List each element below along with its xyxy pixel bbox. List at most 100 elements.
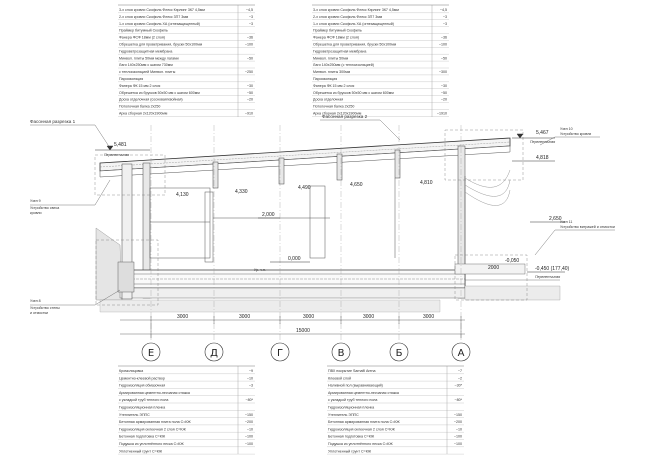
elev-left-top-label: Перелетчиная	[104, 153, 129, 157]
spec-row-text: Уплотненный грунт C=КЖ	[328, 449, 372, 453]
spec-row-value: ~300	[439, 70, 447, 74]
elev-right-top: 5,467	[536, 130, 549, 136]
spec-row-value: ~200	[245, 420, 253, 424]
spec-row-text: Фанера ФСФ 18мм (2 слоя)	[119, 36, 165, 40]
spec-row-value: ~80*	[455, 398, 463, 402]
spec-row-text: Бетонная подготовка C=КЖ	[328, 435, 375, 439]
spec-row-text: Арка сборная 2х120х1900мм	[313, 112, 362, 116]
elev-floor-zero: 0,000	[288, 256, 301, 262]
spec-row-text: Подушка из уплотнённого песка C=КЖ	[119, 442, 184, 446]
spec-row-value: ~10	[456, 427, 462, 431]
spec-row-text: 3-х слоя кровли Скофиль Флекс Кэрлинг 3К…	[119, 8, 205, 12]
spec-row-value: ~10	[247, 427, 253, 431]
spec-row-value: ~50	[441, 91, 447, 95]
spec-row-value: ~150	[454, 413, 462, 417]
axis-label-2: Д	[210, 348, 218, 359]
elev-right-2: 4,818	[536, 155, 549, 161]
spec-row-value: ~50	[441, 56, 447, 60]
elev-c2: 4,330	[235, 189, 248, 195]
spec-row-value: ~250	[245, 70, 253, 74]
spec-row-value: ~36	[441, 36, 447, 40]
spec-row-text: Фанера ФК 15 мм 2 слоя	[313, 84, 354, 88]
spec-row-text: Обрешетка для проветривания, бруски 50х1…	[119, 43, 203, 47]
spec-row-value: ~910	[245, 112, 253, 116]
spec-row-value: ~20	[247, 98, 253, 102]
axis-markers	[141, 342, 471, 362]
spec-row-value: ~3	[443, 15, 447, 19]
callout-node9-c: кровли	[30, 211, 42, 215]
spec-row-text: Бетонная армированная плита пола C=КЖ	[119, 420, 191, 424]
callout-node11-b: Устройство витражей и отмостки	[560, 225, 615, 229]
spec-row-text: Праймер битумный Скофиль	[119, 29, 168, 33]
spec-row-value: ~100	[454, 442, 462, 446]
spec-row-text: Лаги 140х250мм с шагом 730мм	[119, 63, 173, 67]
callout-leaders	[30, 119, 615, 306]
callout-node8-b: Устройство стены	[30, 306, 60, 310]
spec-row-value: ~10	[247, 376, 253, 380]
callout-node10-a: Узел 10	[560, 127, 573, 131]
callout-node11-a: Узел 11	[560, 220, 572, 224]
spec-row-text: Гидроветрозащитная мембрана	[119, 49, 172, 53]
spec-row-text: Пароизоляция	[119, 77, 143, 81]
floor-slab	[119, 263, 561, 301]
spec-row-text: Гидроизоляция оклеечная 2 слоя C=КЖ	[328, 427, 395, 431]
axis-label-6: А	[458, 348, 465, 359]
spec-row-value: ~80*	[246, 398, 254, 402]
spec-row-value: ~4,5	[246, 8, 253, 12]
top-right-spec-table: 3-х слоя кровли Скофиль Флекс Кэрлинг 3К…	[312, 4, 449, 117]
spec-row-value: ~30	[441, 84, 447, 88]
elev-right-zero-label: Перелетчиная	[535, 275, 560, 279]
elev-right-top-label: Перелетчиная	[530, 140, 555, 144]
dim-span2: 3000	[239, 314, 250, 320]
spec-row-text: Обрешетка из брусков 50х50 мм с шагом 60…	[313, 91, 394, 95]
spec-row-text: Утеплитель ЭППС	[119, 413, 150, 417]
axis-label-3: Г	[277, 348, 283, 359]
spec-row-text: Пароизоляция	[313, 77, 337, 81]
spec-row-value: ~3	[443, 22, 447, 26]
spec-row-text: Минвол. плиты 300мм	[313, 70, 351, 74]
elev-inner-2000: 2,000	[262, 212, 275, 218]
spec-row-value: ~3	[249, 384, 253, 388]
spec-row-text: Кромолицовка	[119, 369, 143, 373]
spec-row-text: Потолочная балка 2х250	[119, 105, 160, 109]
spec-row-text: Наливной пол (выравнивающий)	[328, 384, 383, 388]
callout-cut2: Фасонная разрезка 2	[322, 114, 368, 119]
spec-row-value: ~4,5	[440, 8, 447, 12]
elev-c4: 4,650	[350, 182, 363, 188]
spec-row-text: 3-х слоя кровли Скофиль Флекс Кэрлинг 3К…	[313, 8, 399, 12]
spec-row-text: Бетонная подготовка C=КЖ	[119, 435, 166, 439]
elev-floor-right-a: 2000	[488, 265, 499, 271]
spec-row-text: Гидроизоляция оклеечная 2 слоя C=КЖ	[119, 427, 186, 431]
spec-row-text: Обрешетка из брусков 50х50 мм с шагом 60…	[119, 91, 200, 95]
axis-lines	[150, 125, 462, 340]
spec-row-text: Утеплитель ЭППС	[328, 413, 359, 417]
spec-row-text: Лаги 140х250мм (с теплоизоляцией)	[313, 63, 374, 67]
callout-node8-c: и отмостки	[30, 311, 48, 315]
spec-row-value: ~3	[249, 22, 253, 26]
spec-row-value: ~1910	[437, 112, 447, 116]
spec-row-value: ~20	[441, 98, 447, 102]
spec-row-text: Потолочная балка 2х250	[313, 105, 354, 109]
spec-row-text: Армированная цементно-песчаная стяжка	[328, 391, 399, 395]
spec-row-value: ~36	[247, 36, 253, 40]
spec-row-text: 2-х слоя кровли Скофиль Флекс 3П7 3мм	[119, 15, 189, 19]
spec-row-text: Доска отделочная (сосновая/хвойная)	[119, 98, 183, 102]
spec-row-value: ~100	[439, 43, 447, 47]
spec-row-value: ~7	[458, 369, 462, 373]
spec-row-value: ~9	[249, 369, 253, 373]
spec-row-text: с укладкой труб теплого пола	[328, 398, 377, 402]
spec-row-text: 2-х слоя кровли Скофиль Флекс 3П7 3мм	[313, 15, 383, 19]
callout-node9-b: Устройство свеса	[30, 206, 59, 210]
elev-floor-right-b: -0,050	[505, 258, 519, 264]
spec-row-text: Гидроизоляционная пленка	[328, 406, 374, 410]
spec-row-value: ~3	[249, 15, 253, 19]
elevation-markers	[95, 133, 565, 273]
spec-row-value: ~100	[245, 435, 253, 439]
spec-row-value: ~50	[247, 56, 253, 60]
spec-row-value: ~100	[245, 442, 253, 446]
axis-label-4: В	[338, 348, 345, 359]
dim-span3: 3000	[303, 314, 314, 320]
